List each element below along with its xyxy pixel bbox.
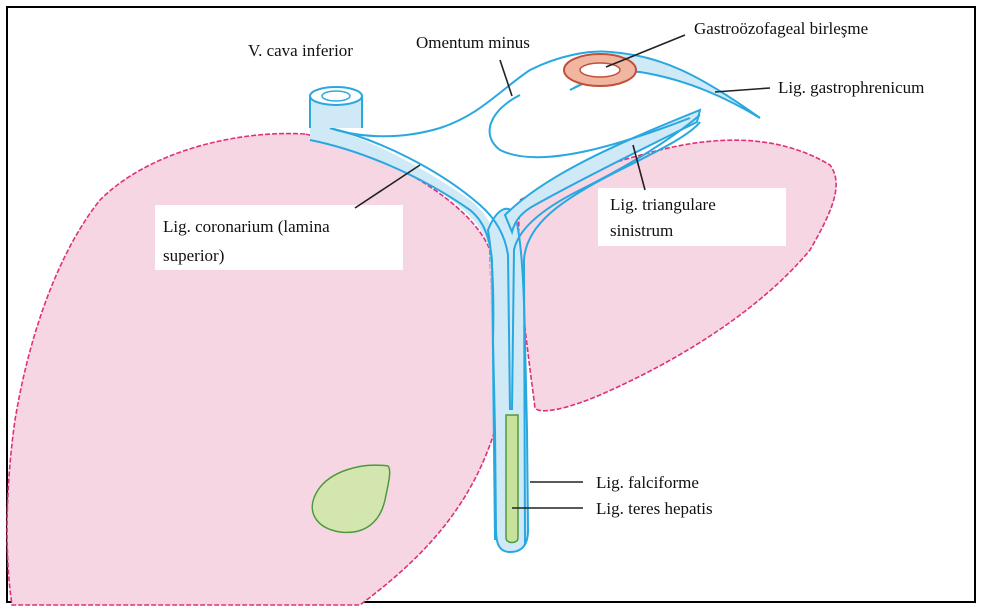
label-lig-gastrophrenicum: Lig. gastrophrenicum bbox=[778, 78, 924, 97]
label-gastro-junction: Gastroözofageal birleşme bbox=[694, 19, 868, 38]
label-lig-triangulare-line2: sinistrum bbox=[610, 221, 673, 240]
label-lig-coronarium-line2: superior) bbox=[163, 246, 224, 265]
label-lig-coronarium-line1: Lig. coronarium (lamina bbox=[163, 217, 330, 236]
label-lig-falciforme: Lig. falciforme bbox=[596, 473, 699, 492]
label-omentum-minus: Omentum minus bbox=[416, 33, 530, 52]
ligamentum-teres bbox=[506, 415, 518, 543]
leader-gastrophrenicum bbox=[715, 88, 770, 92]
label-v-cava-inferior: V. cava inferior bbox=[248, 41, 353, 60]
liver-right-lobe bbox=[7, 134, 495, 605]
inferior-vena-cava bbox=[310, 87, 362, 128]
label-lig-teres-hepatis: Lig. teres hepatis bbox=[596, 499, 713, 518]
label-lig-triangulare-line1: Lig. triangulare bbox=[610, 195, 716, 214]
